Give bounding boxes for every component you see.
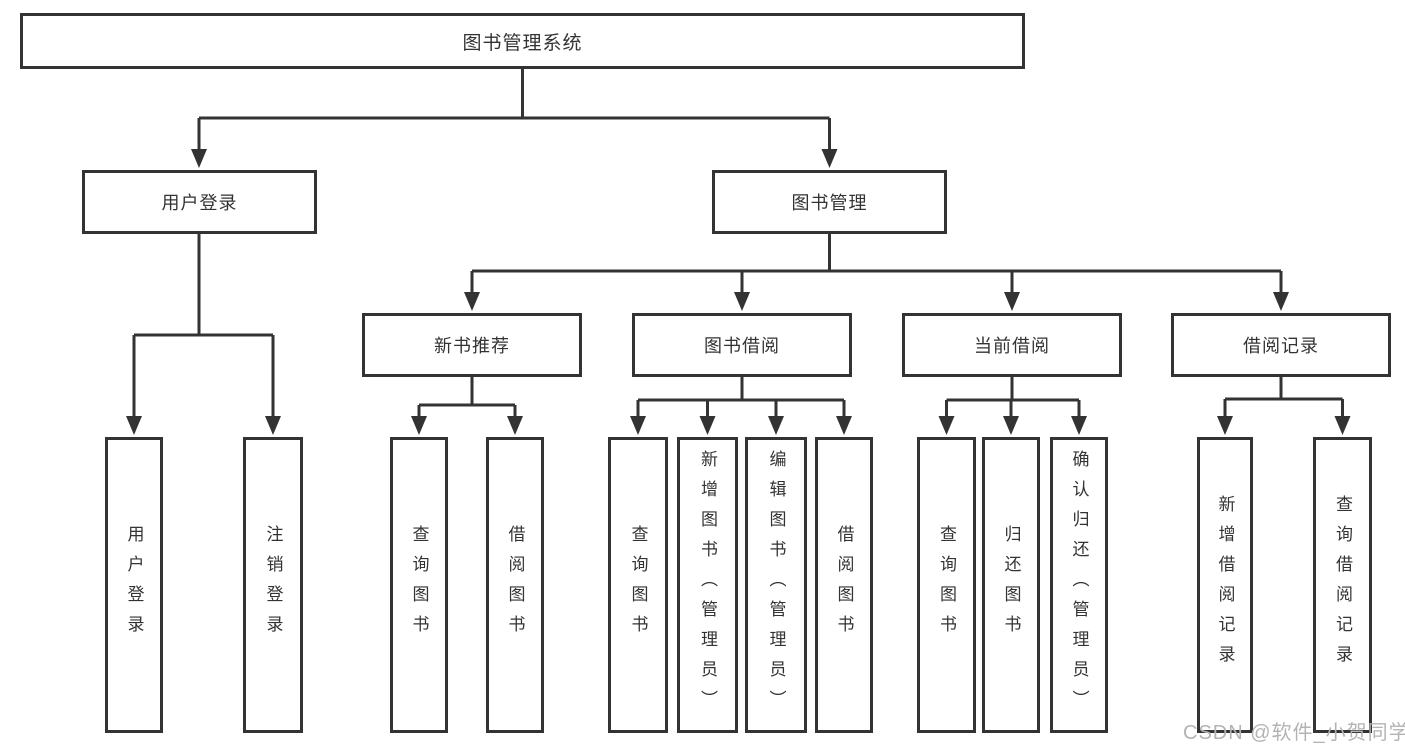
leaf-label: 用户登录 <box>124 525 144 645</box>
arrow-down-icon <box>507 416 523 435</box>
leaf-label: 新增图书（管理员） <box>698 450 717 720</box>
leaf-label: 新增借阅记录 <box>1215 495 1235 675</box>
node-borrow-records: 借阅记录 <box>1171 313 1391 377</box>
arrow-down-icon <box>1004 292 1020 311</box>
arrow-down-icon <box>1071 416 1087 435</box>
leaf-confirm-return-admin: 确认归还（管理员） <box>1050 437 1108 733</box>
arrow-down-icon <box>821 149 838 168</box>
leaf-query-books-borrow: 查询图书 <box>608 437 668 733</box>
arrow-down-icon <box>191 149 207 168</box>
arrow-down-icon <box>411 416 427 435</box>
leaf-borrow-books: 借阅图书 <box>815 437 873 733</box>
leaf-label: 借阅图书 <box>505 525 525 645</box>
leaf-add-book-admin: 新增图书（管理员） <box>677 437 738 733</box>
arrow-down-icon <box>126 416 142 435</box>
arrow-down-icon <box>1217 416 1233 435</box>
arrow-down-icon <box>768 416 784 435</box>
leaf-label: 查询图书 <box>409 525 429 645</box>
arrow-down-icon <box>1334 416 1351 435</box>
arrow-down-icon <box>836 416 852 435</box>
arrow-down-icon <box>1003 416 1019 435</box>
arrow-down-icon <box>734 292 750 311</box>
leaf-query-books-current: 查询图书 <box>917 437 976 733</box>
leaf-label: 归还图书 <box>1001 525 1021 645</box>
leaf-label: 查询图书 <box>937 525 956 645</box>
leaf-query-books-recommend: 查询图书 <box>390 437 448 733</box>
leaf-query-borrow-record: 查询借阅记录 <box>1313 437 1372 733</box>
leaf-borrow-books-recommend: 借阅图书 <box>486 437 544 733</box>
node-book-management: 图书管理 <box>712 170 947 234</box>
node-current-borrow: 当前借阅 <box>902 313 1122 377</box>
leaf-label: 借阅图书 <box>834 525 854 645</box>
node-root: 图书管理系统 <box>20 13 1025 69</box>
arrow-down-icon <box>464 292 480 311</box>
leaf-label: 编辑图书（管理员） <box>766 450 786 720</box>
arrow-down-icon <box>1273 292 1289 311</box>
node-book-borrow: 图书借阅 <box>632 313 852 377</box>
leaf-return-books: 归还图书 <box>982 437 1040 733</box>
leaf-label: 确认归还（管理员） <box>1069 450 1089 720</box>
leaf-label: 查询图书 <box>628 525 648 645</box>
leaf-add-borrow-record: 新增借阅记录 <box>1197 437 1253 733</box>
watermark: CSDN @软件_小贺同学 <box>1183 722 1405 744</box>
arrow-down-icon <box>265 416 281 435</box>
node-user-login: 用户登录 <box>82 170 317 234</box>
arrow-down-icon <box>699 416 716 435</box>
leaf-label: 查询借阅记录 <box>1333 495 1352 675</box>
leaf-edit-book-admin: 编辑图书（管理员） <box>745 437 807 733</box>
leaf-logout: 注销登录 <box>243 437 303 733</box>
arrow-down-icon <box>938 416 955 435</box>
leaf-label: 注销登录 <box>263 525 283 645</box>
leaf-user-login: 用户登录 <box>105 437 163 733</box>
node-new-book-recommend: 新书推荐 <box>362 313 582 377</box>
arrow-down-icon <box>630 416 646 435</box>
